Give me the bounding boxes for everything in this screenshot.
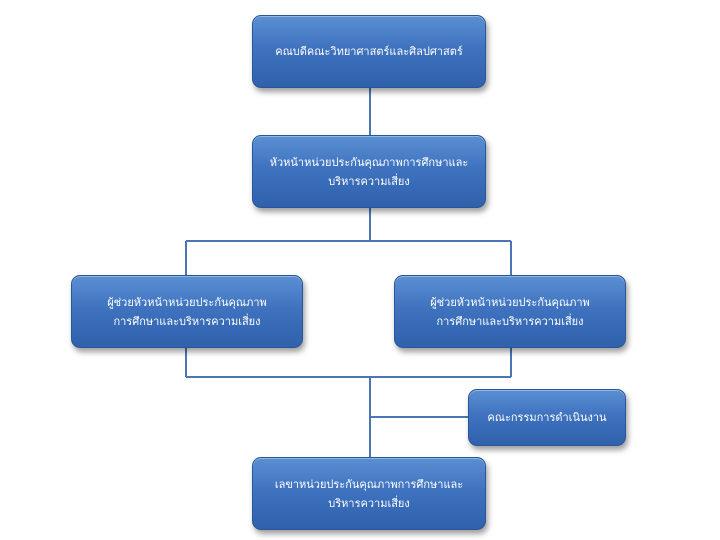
dean-label: คณบดีคณะวิทยาศาสตร์และศิลปศาสตร์: [275, 45, 463, 58]
secretary-label-line1: เลขาหน่วยประกันคุณภาพการศึกษาและ: [274, 477, 464, 491]
assistant-left-line2: การศึกษาและบริหารความเสี่ยง: [113, 314, 261, 328]
head-box: หัวหน้าหน่วยประกันคุณภาพการศึกษาและ บริห…: [252, 135, 486, 208]
assistant-right-box: ผู้ช่วยหัวหน้าหน่วยประกันคุณภาพ การศึกษา…: [394, 275, 626, 348]
secretary-label-line2: บริหารความเสี่ยง: [328, 496, 410, 510]
assistant-left-line1: ผู้ช่วยหัวหน้าหน่วยประกันคุณภาพ: [107, 295, 267, 309]
secretary-box: เลขาหน่วยประกันคุณภาพการศึกษาและ บริหารค…: [252, 457, 486, 530]
assistant-right-line1: ผู้ช่วยหัวหน้าหน่วยประกันคุณภาพ: [430, 295, 590, 309]
assistant-right-line2: การศึกษาและบริหารความเสี่ยง: [436, 314, 584, 328]
head-label-line1: หัวหน้าหน่วยประกันคุณภาพการศึกษาและ: [269, 155, 469, 169]
committee-box: คณะกรรมการดำเนินงาน: [468, 389, 626, 446]
committee-label: คณะกรรมการดำเนินงาน: [487, 411, 607, 424]
head-label-line2: บริหารความเสี่ยง: [328, 174, 410, 188]
assistant-left-box: ผู้ช่วยหัวหน้าหน่วยประกันคุณภาพ การศึกษา…: [71, 275, 303, 348]
dean-box: คณบดีคณะวิทยาศาสตร์และศิลปศาสตร์: [252, 15, 486, 88]
